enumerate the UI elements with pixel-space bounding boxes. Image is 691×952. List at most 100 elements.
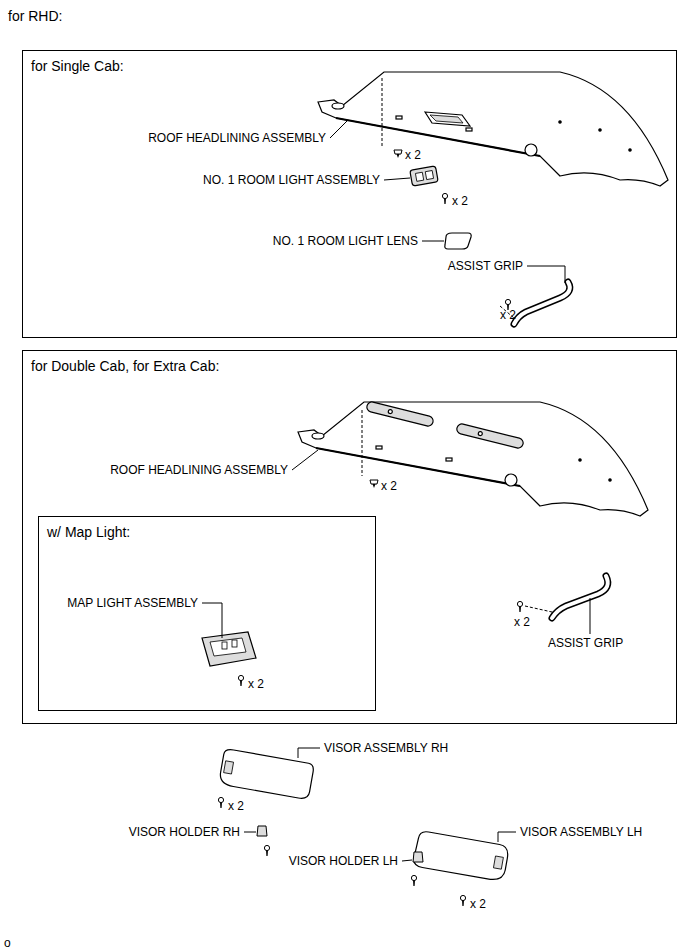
headlining-single-part [396, 116, 402, 119]
assist-grip-single [500, 282, 570, 324]
part-label: x 2 [405, 148, 421, 162]
headlining-double-part [312, 433, 324, 439]
visor-holder-lh-part [413, 852, 423, 862]
headlining-double-part [376, 446, 382, 449]
headlining-single-part [525, 144, 537, 156]
headlining-double-part [298, 402, 648, 516]
headlining-double-part [579, 459, 581, 461]
leader-lines-part [330, 120, 348, 138]
leader-lines-part [384, 178, 410, 180]
leader-lines-part [244, 832, 256, 833]
map-light-assembly-part [210, 638, 246, 656]
page-title: for RHD: [8, 8, 62, 24]
visor-rh-part [224, 761, 234, 774]
visor-holder-rh [257, 826, 267, 836]
part-label: x 2 [228, 799, 244, 813]
leader-lines-part [422, 241, 444, 242]
assist-grip-single-part [514, 282, 570, 324]
part-label: ROOF HEADLINING ASSEMBLY [148, 131, 326, 145]
part-label: x 2 [470, 897, 486, 911]
part-label: x 2 [500, 308, 516, 322]
room-light-assembly-part [415, 172, 423, 181]
illustration-part [442, 193, 447, 204]
illustration-part [264, 845, 269, 856]
variant-panel: for Single Cab: [22, 50, 677, 338]
map-light-assembly [202, 632, 256, 666]
headlining-double-part [505, 474, 517, 486]
room-light-assembly-part [425, 170, 433, 179]
room-light-assembly [410, 166, 438, 186]
room-light-assembly-part [410, 166, 438, 186]
leader-lines-part [402, 860, 412, 861]
panel-heading: for Single Cab: [31, 58, 124, 74]
part-label: ASSIST GRIP [548, 636, 623, 650]
assist-grip-double-part [552, 576, 608, 618]
illustration-part [218, 797, 223, 808]
part-label: MAP LIGHT ASSEMBLY [67, 596, 198, 610]
room-light-lens [445, 233, 471, 249]
headlining-single-part [629, 149, 631, 151]
headlining-double-part [609, 479, 611, 481]
visor-lh [413, 830, 510, 881]
headlining-double-part-part [478, 431, 483, 436]
assist-grip-double-part [552, 576, 608, 618]
visor-rh [219, 748, 315, 799]
leader-lines-part [202, 603, 222, 638]
visor-holder-rh-part [257, 826, 267, 836]
headlining-single [318, 72, 668, 186]
leader-dashed [362, 410, 363, 476]
assist-grip-single-part [514, 282, 570, 324]
assist-grip-double-part [525, 606, 552, 612]
part-label: x 2 [248, 677, 264, 691]
headlining-single-part [332, 103, 344, 109]
map-light-assembly-part [202, 632, 256, 666]
panel-heading: w/ Map Light: [47, 524, 130, 540]
illustration-part [411, 875, 416, 886]
part-label: NO. 1 ROOM LIGHT ASSEMBLY [203, 173, 380, 187]
headlining-double-part [316, 448, 520, 486]
illustration-part [460, 895, 465, 906]
headlining-double-part [366, 401, 434, 427]
part-label: VISOR ASSEMBLY RH [324, 741, 448, 755]
visor-rh-part [219, 748, 315, 799]
map-light-assembly-part [232, 640, 237, 647]
headlining-double-part [446, 458, 452, 461]
room-light-lens-part [445, 233, 471, 249]
leader-dashed [382, 78, 383, 146]
headlining-single-part [318, 72, 668, 186]
visor-lh-part [413, 830, 510, 881]
headlining-double-part [456, 423, 524, 449]
option-panel: w/ Map Light: [38, 516, 376, 711]
part-label: ROOF HEADLINING ASSEMBLY [110, 463, 288, 477]
headlining-single-part [559, 121, 561, 123]
leader-lines-part [292, 450, 318, 470]
visor-lh-part [493, 856, 503, 869]
leader-lines-part [527, 266, 565, 283]
illustration-part [517, 601, 522, 612]
headlining-double-part-part [456, 423, 524, 449]
part-label: x 2 [381, 479, 397, 493]
headlining-single-part [466, 128, 472, 131]
part-label: VISOR HOLDER RH [129, 825, 240, 839]
panel-heading: for Double Cab, for Extra Cab: [31, 358, 219, 374]
part-label: ASSIST GRIP [448, 259, 523, 273]
assist-grip-double [525, 576, 608, 618]
part-label: x 2 [514, 615, 530, 629]
map-light-assembly-part [222, 642, 227, 649]
part-label: VISOR HOLDER LH [289, 854, 398, 868]
headlining-double [298, 401, 648, 516]
part-label: NO. 1 ROOM LIGHT LENS [273, 234, 418, 248]
variant-panel: for Double Cab, for Extra Cab: w/ Map Lig… [22, 350, 677, 724]
headlining-single-part [599, 129, 601, 131]
illustration-part [238, 675, 243, 686]
leader-lines-part [298, 748, 320, 758]
headlining-single-part [425, 112, 470, 126]
illustration-part [370, 480, 378, 488]
headlining-double-part-part [388, 409, 393, 414]
part-label: VISOR ASSEMBLY LH [520, 825, 642, 839]
leader-lines-part [590, 598, 591, 634]
part-label: o [4, 936, 11, 950]
